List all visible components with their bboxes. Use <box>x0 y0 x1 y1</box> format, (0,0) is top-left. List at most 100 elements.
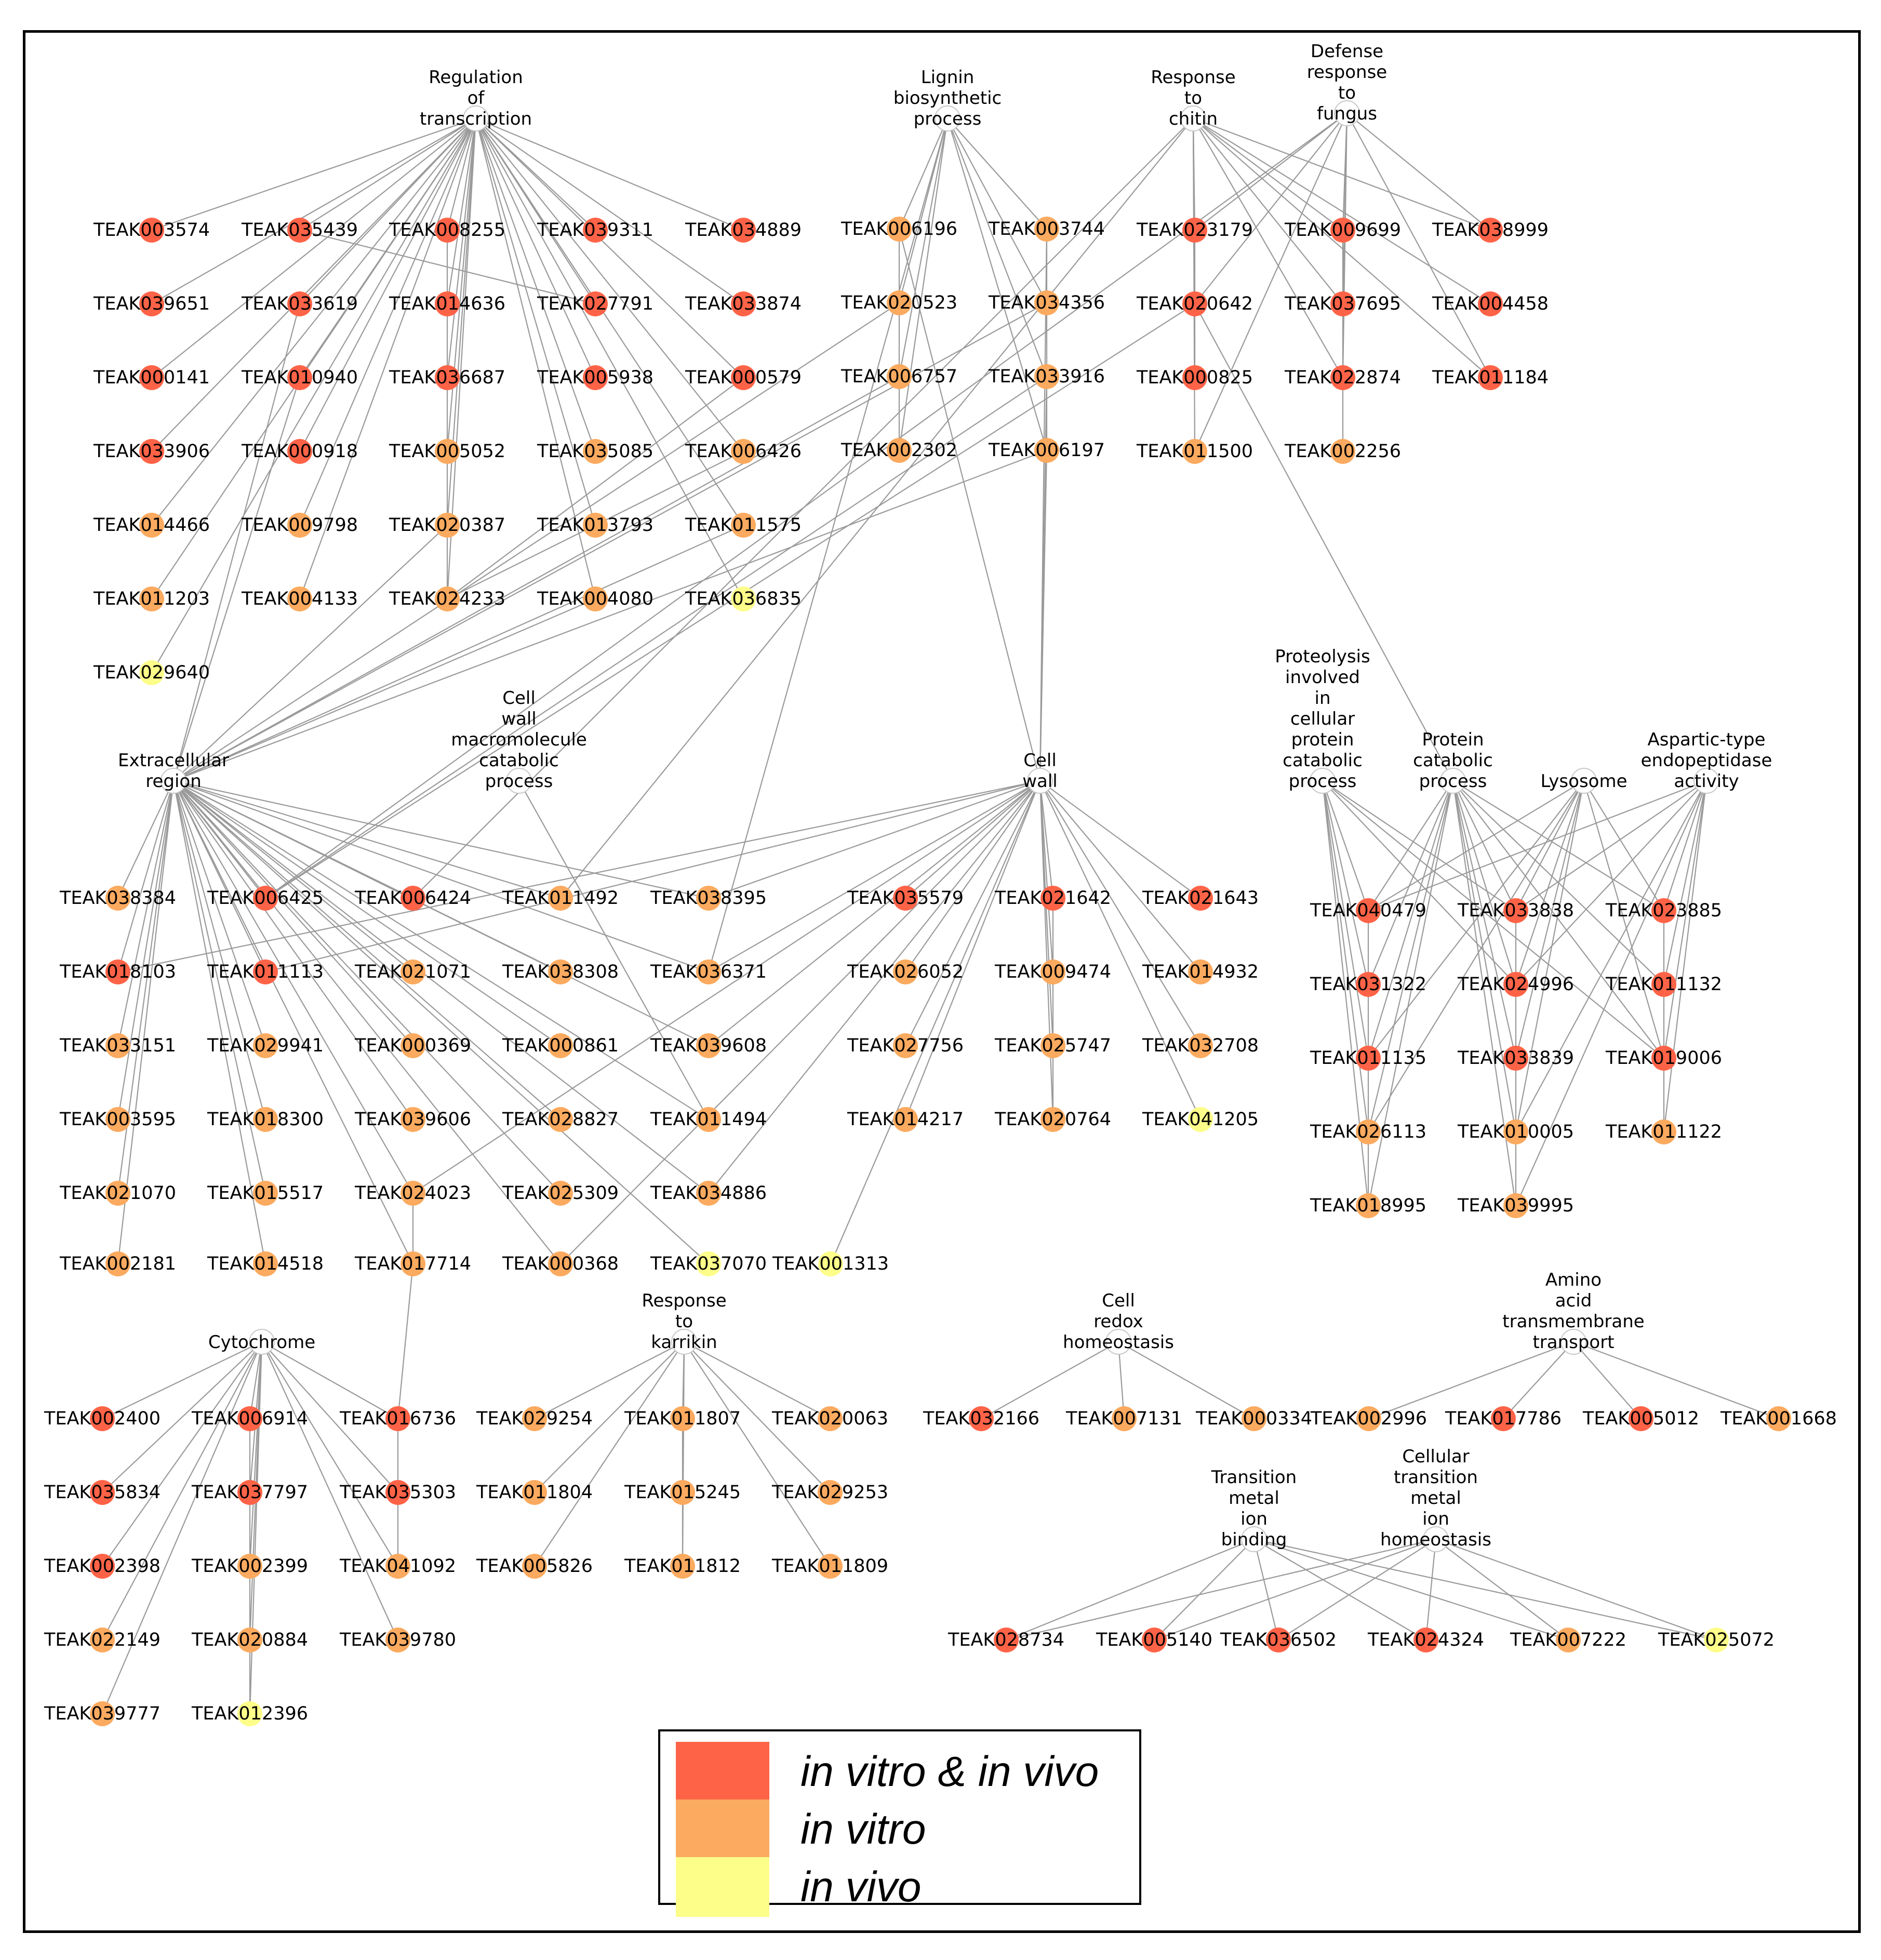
edge-t_tmb-teak007222 <box>1253 1538 1569 1641</box>
edge-t_ext-teak018103 <box>117 780 175 972</box>
gene-label: TEAK005140 <box>1096 1630 1212 1650</box>
edge-t_lys-teak040479 <box>1368 780 1584 911</box>
gene-dot <box>1651 1119 1676 1144</box>
edge-t_cw-teak020764 <box>1039 780 1054 1120</box>
gene-node-teak009699: TEAK009699 <box>1284 218 1401 243</box>
gene-label: TEAK021642 <box>994 888 1111 909</box>
gene-dot <box>1182 291 1207 316</box>
edge-t_chi-teak038999 <box>1193 117 1491 231</box>
gene-node-teak010005: TEAK010005 <box>1457 1119 1574 1144</box>
edge-t_cw-teak027756 <box>905 780 1040 1046</box>
gene-label: TEAK038395 <box>650 888 767 909</box>
gene-label: TEAK021643 <box>1142 888 1259 909</box>
gene-dot <box>435 365 460 390</box>
edge-t_reg-teak034889 <box>475 117 744 231</box>
term-label-line: Protein <box>1422 729 1484 750</box>
term-label-line: wall <box>1022 771 1058 792</box>
gene-dot <box>522 1480 547 1505</box>
gene-label: TEAK003744 <box>988 219 1105 239</box>
edge-t_cw-teak009474 <box>1039 780 1054 972</box>
edge-t_ext-teak037070 <box>173 780 709 1264</box>
gene-node-teak005012: TEAK005012 <box>1582 1406 1699 1431</box>
gene-node-teak003595: TEAK003595 <box>59 1107 176 1132</box>
gene-dot <box>139 291 164 316</box>
gene-label: TEAK011135 <box>1310 1048 1426 1069</box>
gene-label: TEAK009474 <box>994 962 1111 982</box>
gene-node-teak002302: TEAK002302 <box>841 438 957 463</box>
term-node <box>249 1329 275 1355</box>
term-label-line: karrikin <box>651 1332 717 1353</box>
gene-node-teak003744: TEAK003744 <box>988 217 1105 242</box>
edge-t_lys-teak011135 <box>1368 780 1584 1059</box>
gene-dot <box>237 1701 262 1726</box>
gene-node-teak003574: TEAK003574 <box>93 218 210 243</box>
gene-dot <box>139 218 164 243</box>
gene-label: TEAK006197 <box>988 440 1105 461</box>
gene-label: TEAK011494 <box>650 1109 767 1130</box>
edge-t_ctm-teak005140 <box>1154 1538 1436 1641</box>
gene-label: TEAK038308 <box>502 962 619 982</box>
term-node <box>1571 768 1597 794</box>
gene-dot <box>1766 1406 1791 1431</box>
edge-t_ext-teak006197 <box>173 449 1047 782</box>
gene-label: TEAK011122 <box>1605 1122 1722 1142</box>
gene-dot <box>1478 218 1503 243</box>
edge-t_def-teak011500 <box>1194 113 1348 452</box>
gene-dot <box>887 290 912 315</box>
gene-label: TEAK002399 <box>191 1556 308 1577</box>
gene-dot <box>731 513 756 538</box>
edge-t_ext-teak034886 <box>173 780 709 1194</box>
gene-dot <box>1040 959 1065 984</box>
gene-node-teak038395: TEAK038395 <box>650 886 767 911</box>
gene-label: TEAK003574 <box>93 220 210 241</box>
gene-node-teak033619: TEAK033619 <box>241 291 358 316</box>
gene-node-teak039608: TEAK039608 <box>650 1033 767 1058</box>
term-label-line: to <box>675 1311 693 1332</box>
gene-dot <box>583 439 608 464</box>
gene-node-teak010940: TEAK010940 <box>241 365 358 390</box>
gene-label: TEAK011809 <box>771 1556 888 1577</box>
gene-node-teak035303: TEAK035303 <box>339 1480 456 1505</box>
gene-label: TEAK005012 <box>1582 1408 1699 1429</box>
gene-dot <box>385 1480 410 1505</box>
edge-t_ext-teak021071 <box>173 780 413 972</box>
gene-node-teak039311: TEAK039311 <box>537 218 653 243</box>
edge-t_lig-teak002302 <box>898 118 949 451</box>
gene-label: TEAK037070 <box>650 1254 767 1274</box>
gene-dot <box>696 1251 721 1276</box>
term-label-line: Response <box>1151 67 1235 88</box>
gene-node-teak000334: TEAK000334 <box>1195 1406 1312 1431</box>
gene-dot <box>548 959 573 984</box>
term-node <box>1560 1329 1586 1355</box>
edge-t_ext-teak028827 <box>173 780 561 1120</box>
gene-dot <box>1704 1628 1729 1652</box>
edge-t_cyt-teak022149 <box>102 1341 262 1641</box>
term-label-line: Cell <box>1102 1290 1135 1311</box>
edge-t_reg-teak005938 <box>475 118 596 378</box>
edge-t_pcp-teak019006 <box>1452 780 1664 1059</box>
gene-dot <box>105 886 130 911</box>
edge-t_reg-teak039651 <box>151 118 476 304</box>
edge-t_cyt-teak002400 <box>102 1341 262 1419</box>
term-node <box>1423 1526 1449 1552</box>
edge-t_cw-teak021642 <box>1039 780 1054 899</box>
gene-dot <box>287 365 312 390</box>
term-label-line: catabolic <box>1413 750 1493 771</box>
gene-dot <box>253 959 278 984</box>
gene-node-teak026113: TEAK026113 <box>1310 1119 1426 1144</box>
gene-dot <box>90 1701 115 1726</box>
edge-t_reg-teak005052 <box>446 118 477 452</box>
gene-node-teak022149: TEAK022149 <box>44 1628 161 1652</box>
gene-dot <box>253 1107 278 1132</box>
gene-dot <box>139 439 164 464</box>
edge-t_pcp-teak010005 <box>1452 780 1517 1132</box>
gene-dot <box>105 1251 130 1276</box>
gene-node-teak041092: TEAK041092 <box>339 1554 456 1579</box>
gene-node-teak023885: TEAK023885 <box>1605 898 1722 923</box>
gene-dot <box>583 291 608 316</box>
